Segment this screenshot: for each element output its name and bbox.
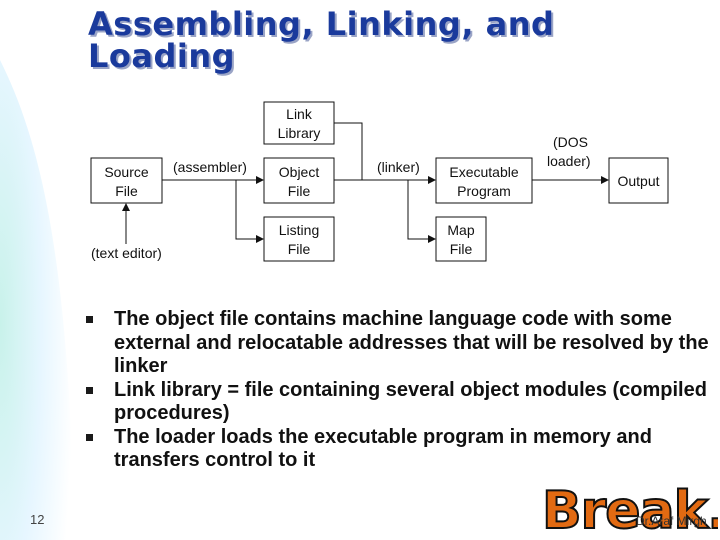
bullet-square-icon [86,434,93,441]
bullet-square-icon [86,316,93,323]
listing-file-line1: Listing [279,222,319,238]
title-line-1: Assembling, Linking, and [88,8,648,40]
executable-line1: Executable [449,164,518,180]
title-line-2: Loading [88,40,648,72]
listing-file-line2: File [288,241,311,257]
bullet-square-icon [86,387,93,394]
object-file-line1: Object [279,164,320,180]
object-file-box: Object File [264,158,334,203]
loader-label: loader) [547,153,591,169]
listing-file-box: Listing File [264,217,334,261]
source-file-box: Source File [91,158,162,203]
arrow-linker-to-map [408,180,435,239]
link-library-box: Link Library [264,102,334,144]
bullet-item: The loader loads the executable program … [86,426,716,473]
linker-label: (linker) [377,159,420,175]
bullet-text: The object file contains machine languag… [114,308,709,377]
executable-line2: Program [457,183,511,199]
source-file-line2: File [115,183,138,199]
text-editor-label: (text editor) [91,245,162,261]
bullet-item: The object file contains machine languag… [86,308,716,379]
map-file-box: Map File [436,217,486,261]
arrow-assembler-to-listing [236,180,263,239]
dos-label: (DOS [553,134,588,150]
map-file-line1: Map [447,222,474,238]
arrow-library-to-linker [334,123,362,180]
page-number: 12 [30,512,44,527]
object-file-line2: File [288,183,311,199]
slide-title: Assembling, Linking, and Loading [88,8,648,72]
bullet-list: The object file contains machine languag… [86,308,716,473]
link-library-line1: Link [286,106,313,122]
executable-program-box: Executable Program [436,158,532,203]
link-library-line2: Library [278,125,321,141]
output-box: Output [609,158,668,203]
bullet-text: The loader loads the executable program … [114,426,652,472]
assembly-flow-diagram: Link Library Source File Object File Exe… [80,96,680,276]
bullet-text: Link library = file containing several o… [114,379,707,425]
output-label: Output [617,173,659,189]
bullet-item: Link library = file containing several o… [86,379,716,426]
left-gradient-band [0,0,90,540]
map-file-line2: File [450,241,473,257]
assembler-label: (assembler) [173,159,247,175]
source-file-line1: Source [104,164,149,180]
author-footer: Dr.Araf Mirgh [636,514,707,528]
